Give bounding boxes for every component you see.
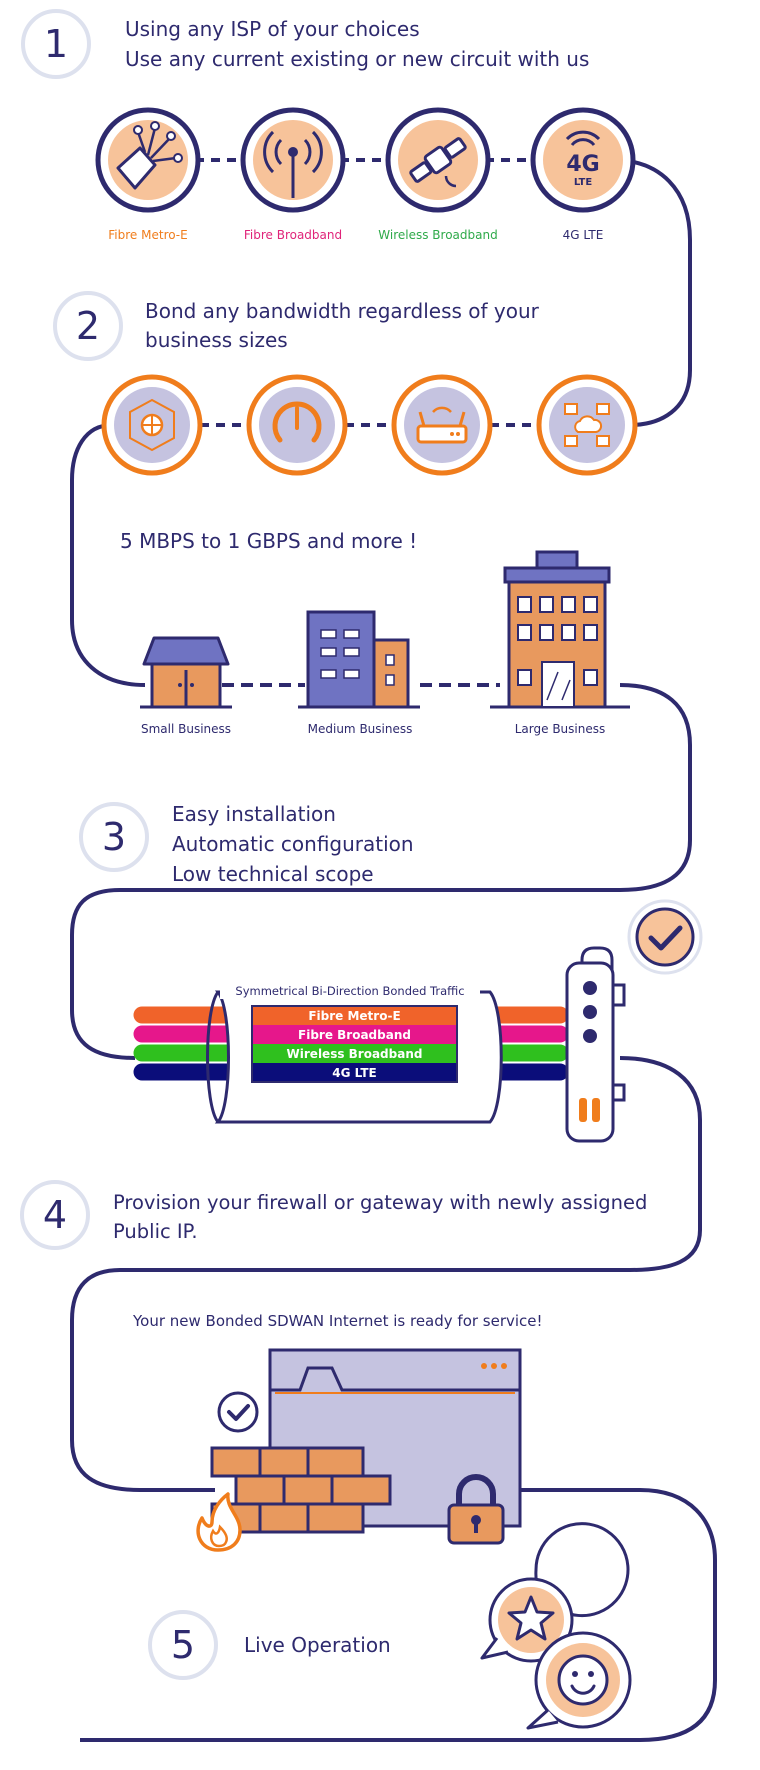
ready-text: Your new Bonded SDWAN Internet is ready … (133, 1312, 543, 1330)
caption-fibre-broadband: Fibre Broadband (243, 228, 343, 242)
satellite-icon (385, 107, 491, 213)
label-medium-business: Medium Business (307, 722, 413, 736)
4g-icon-text: 4G (566, 152, 599, 177)
lane-bar (252, 1063, 457, 1082)
4g-lte-icon: 4G LTE (530, 107, 636, 213)
fire-icon (196, 1492, 242, 1552)
broadcast-antenna-icon (240, 107, 346, 213)
bonding-device-icon (565, 946, 626, 1143)
bonding-title: Symmetrical Bi-Direction Bonded Traffic (220, 983, 480, 999)
caption-fibre-metro-e: Fibre Metro-E (108, 228, 188, 242)
fibre-optic-icon (95, 107, 201, 213)
star-chat-bubble-icon (480, 1522, 630, 1663)
lte-icon-text: LTE (574, 177, 593, 188)
step-4-line-2: Public IP. (113, 1220, 198, 1243)
step-3-badge (79, 802, 149, 872)
step-1-number: 1 (43, 22, 69, 66)
caption-4g-lte: 4G LTE (562, 228, 604, 242)
cloud-network-icon (536, 374, 638, 476)
network-globe-icon (101, 374, 203, 476)
step-1-line-1: Using any ISP of your choices (125, 17, 420, 41)
small-shop-icon (140, 636, 232, 709)
step-1-badge (21, 9, 91, 79)
lane-label: Wireless Broadband (287, 1047, 423, 1061)
step-2-line-2: business sizes (145, 328, 288, 352)
step-3-line-2: Automatic configuration (172, 832, 414, 856)
speed-gauge-icon (246, 374, 348, 476)
lane-bar (252, 1006, 457, 1025)
connector-path (70, 158, 717, 1742)
step-2-number: 2 (75, 304, 101, 348)
lane-label: Fibre Metro-E (308, 1009, 400, 1023)
lane-bar (252, 1025, 457, 1044)
caption-wireless-broadband: Wireless Broadband (378, 228, 498, 242)
step-1-line-2: Use any current existing or new circuit … (125, 47, 590, 71)
router-icon (391, 374, 493, 476)
step-5-line-1: Live Operation (244, 1633, 391, 1657)
verified-check-icon (217, 1391, 259, 1433)
label-large-business: Large Business (514, 722, 606, 736)
lane-label: Fibre Broadband (298, 1028, 411, 1042)
step-2-line-1: Bond any bandwidth regardless of your (145, 299, 539, 323)
step-4-line-1: Provision your firewall or gateway with … (113, 1191, 648, 1214)
lane-label: 4G LTE (332, 1066, 376, 1080)
smiley-chat-bubble-icon (526, 1631, 632, 1730)
step-4-number: 4 (42, 1193, 68, 1237)
step-2-badge (53, 291, 123, 361)
step-4-badge (20, 1180, 90, 1250)
step-5-badge (148, 1610, 218, 1680)
lane-bar (252, 1044, 457, 1063)
step-3-number: 3 (101, 815, 127, 859)
medium-building-icon (298, 610, 420, 709)
check-icon (627, 899, 703, 975)
step-3-line-3: Low technical scope (172, 862, 374, 886)
label-small-business: Small Business (140, 722, 232, 736)
step-3-line-1: Easy installation (172, 802, 336, 826)
large-office-tower-icon (490, 550, 630, 709)
padlock-icon (447, 1474, 505, 1545)
lane-frame (251, 1005, 458, 1083)
step-5-number: 5 (170, 1623, 196, 1667)
bandwidth-text: 5 MBPS to 1 GBPS and more ! (120, 529, 418, 553)
